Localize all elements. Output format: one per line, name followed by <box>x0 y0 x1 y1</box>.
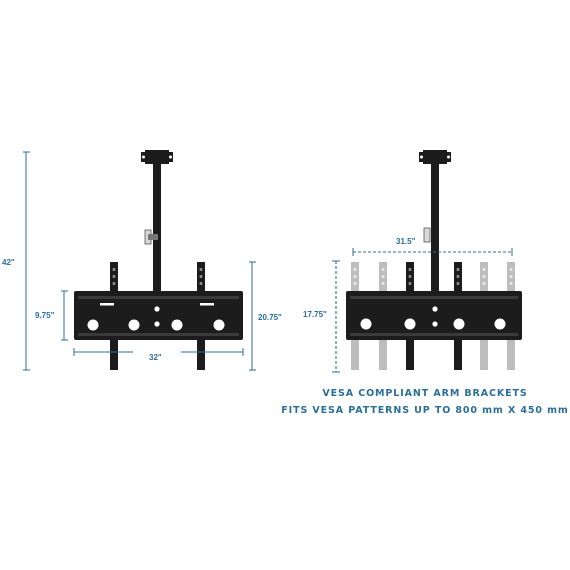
arm-height-label: 20.75" <box>258 313 282 322</box>
caption-line-1: VESA COMPLIANT ARM BRACKETS <box>322 388 528 399</box>
left-pole <box>153 168 161 292</box>
width-range-label: 31.5" <box>396 237 416 246</box>
caption-line-2: FITS VESA PATTERNS UP TO 800 mm X 450 mm <box>281 405 569 416</box>
right-pole <box>431 168 439 292</box>
total-height-label: 42" <box>2 258 15 267</box>
height-range-label: 17.75" <box>303 310 327 319</box>
right-mounting-plate <box>346 291 522 340</box>
plate-width-label: 32" <box>149 353 162 362</box>
plate-height-label: 9.75" <box>35 311 55 320</box>
right-mount <box>346 150 522 370</box>
left-mount <box>74 150 243 370</box>
right-dimensions <box>335 251 512 372</box>
